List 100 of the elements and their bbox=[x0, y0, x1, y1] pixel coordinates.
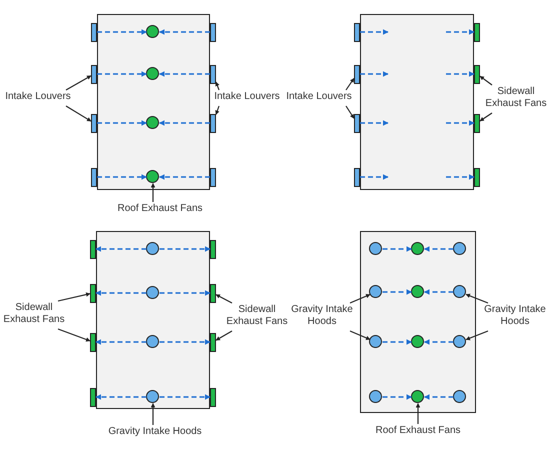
roof-vent bbox=[453, 285, 466, 298]
roof-vent bbox=[146, 25, 159, 38]
wall-vent bbox=[210, 64, 216, 84]
wall-vent bbox=[90, 284, 96, 302]
leader-line bbox=[466, 330, 488, 340]
airflow-arrow bbox=[360, 174, 389, 180]
leader-line bbox=[216, 330, 232, 341]
leader-line bbox=[215, 82, 220, 90]
roof-vent bbox=[369, 285, 382, 298]
building-floorplan bbox=[360, 14, 474, 190]
wall-vent bbox=[91, 22, 97, 42]
airflow-arrow bbox=[446, 120, 475, 126]
leader-line bbox=[480, 76, 492, 86]
airflow-arrow bbox=[158, 71, 210, 77]
wall-vent bbox=[210, 240, 216, 258]
roof-vent bbox=[411, 390, 424, 403]
leader-line bbox=[416, 403, 420, 424]
roof-vent bbox=[411, 242, 424, 255]
roof-vent bbox=[146, 116, 159, 129]
leader-line bbox=[350, 330, 370, 340]
leader-line bbox=[480, 112, 492, 122]
callout-label: Intake Louvers bbox=[211, 91, 283, 105]
airflow-arrow bbox=[424, 246, 454, 252]
wall-vent bbox=[210, 114, 216, 132]
wall-vent bbox=[91, 114, 97, 132]
wall-vent bbox=[90, 240, 96, 258]
leader-line bbox=[216, 294, 232, 304]
airflow-arrow bbox=[160, 246, 211, 252]
callout-label: Sidewall Exhaust Fans bbox=[484, 86, 548, 112]
building-floorplan bbox=[97, 14, 210, 190]
wall-vent bbox=[210, 388, 216, 406]
airflow-arrow bbox=[360, 29, 389, 35]
callout-label: Roof Exhaust Fans bbox=[363, 425, 473, 439]
wall-vent bbox=[474, 64, 480, 84]
wall-vent bbox=[354, 64, 360, 84]
airflow-arrow bbox=[360, 120, 389, 126]
airflow-arrow bbox=[382, 339, 412, 345]
leader-line bbox=[58, 292, 90, 302]
roof-vent bbox=[369, 242, 382, 255]
airflow-arrow bbox=[158, 120, 210, 126]
leader-line bbox=[150, 403, 156, 425]
airflow-arrow bbox=[95, 339, 146, 345]
wall-vent bbox=[90, 388, 96, 406]
leader-line bbox=[350, 294, 370, 304]
airflow-arrow bbox=[382, 394, 412, 400]
roof-vent bbox=[146, 390, 159, 403]
wall-vent bbox=[474, 114, 480, 132]
airflow-arrow bbox=[158, 29, 210, 35]
wall-vent bbox=[354, 114, 360, 132]
airflow-arrow bbox=[158, 174, 210, 180]
airflow-arrow bbox=[424, 289, 454, 295]
callout-label: Intake Louvers bbox=[2, 91, 74, 105]
airflow-arrow bbox=[446, 71, 475, 77]
airflow-arrow bbox=[360, 71, 389, 77]
airflow-arrow bbox=[97, 120, 148, 126]
callout-label: Gravity Intake Hoods bbox=[480, 304, 550, 330]
wall-vent bbox=[210, 168, 216, 186]
airflow-arrow bbox=[160, 339, 211, 345]
callout-label: Roof Exhaust Fans bbox=[105, 203, 215, 217]
leader-line bbox=[346, 106, 354, 119]
roof-vent bbox=[369, 390, 382, 403]
roof-vent bbox=[146, 67, 159, 80]
leader-line bbox=[66, 75, 92, 90]
leader-line bbox=[215, 106, 220, 115]
airflow-arrow bbox=[97, 29, 148, 35]
roof-vent bbox=[146, 242, 159, 255]
airflow-arrow bbox=[160, 394, 211, 400]
wall-vent bbox=[210, 22, 216, 42]
wall-vent bbox=[90, 332, 96, 352]
airflow-arrow bbox=[382, 246, 412, 252]
leader-line bbox=[66, 106, 92, 122]
roof-vent bbox=[369, 335, 382, 348]
wall-vent bbox=[210, 332, 216, 352]
callout-label: Intake Louvers bbox=[284, 91, 354, 105]
leader-line bbox=[58, 328, 90, 342]
wall-vent bbox=[210, 284, 216, 302]
airflow-arrow bbox=[446, 174, 475, 180]
airflow-arrow bbox=[424, 339, 454, 345]
roof-vent bbox=[411, 285, 424, 298]
airflow-arrow bbox=[160, 290, 211, 296]
airflow-arrow bbox=[424, 394, 454, 400]
roof-vent bbox=[453, 390, 466, 403]
airflow-arrow bbox=[95, 290, 146, 296]
airflow-arrow bbox=[97, 71, 148, 77]
roof-vent bbox=[453, 335, 466, 348]
callout-label: Sidewall Exhaust Fans bbox=[2, 302, 66, 328]
wall-vent bbox=[91, 64, 97, 84]
roof-vent bbox=[411, 335, 424, 348]
airflow-arrow bbox=[446, 29, 475, 35]
leader-line bbox=[466, 294, 488, 304]
wall-vent bbox=[474, 22, 480, 42]
wall-vent bbox=[91, 168, 97, 186]
airflow-arrow bbox=[95, 246, 146, 252]
wall-vent bbox=[354, 22, 360, 42]
wall-vent bbox=[474, 168, 480, 186]
leader-line bbox=[150, 183, 156, 202]
airflow-arrow bbox=[97, 174, 148, 180]
building-floorplan bbox=[96, 231, 210, 409]
roof-vent bbox=[453, 242, 466, 255]
roof-vent bbox=[146, 286, 159, 299]
